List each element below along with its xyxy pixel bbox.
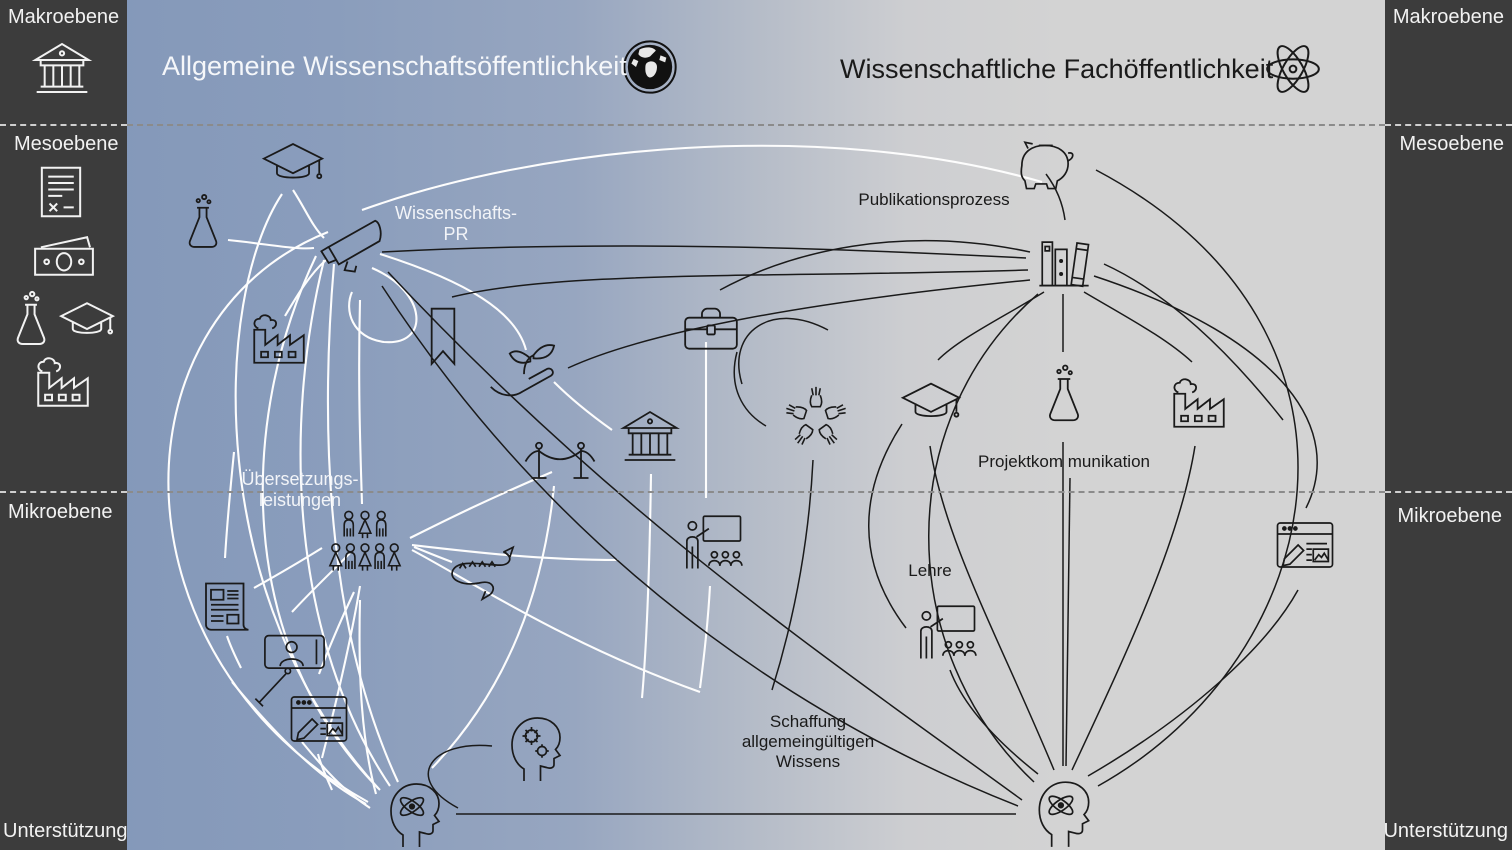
museum-icon [618,405,682,467]
crowd-icon [326,505,404,581]
public-sphere-title: Allgemeine Wissenschaftsöffentlichkeit [162,51,627,81]
money-icon [29,230,99,282]
sidebar-left: Makroebene Mesoebene [0,0,128,850]
selfie-icon [238,628,330,712]
plant-hand-icon [486,342,562,400]
level-label-macro: Makroebene [8,6,120,28]
blog-icon [1272,516,1338,574]
factory-icon [246,308,312,368]
level-label-micro: Mikroebene [1397,505,1502,527]
teamwork-icon [782,382,850,454]
bookmark-icon [426,304,460,370]
macro-meso-divider [0,124,127,126]
briefcase-icon [680,300,742,356]
graduation-cap-icon [896,378,966,426]
level-label-micro: Mikroebene [8,501,113,523]
teaching-label: Lehre [908,561,952,580]
graduation-cap-icon [258,138,328,188]
factory-icon [30,350,96,412]
blog-icon [286,690,352,748]
project-communication-label: Projektkom munikation [978,452,1150,471]
piggy-bank-icon [1008,138,1082,196]
meso-micro-divider [127,491,1385,493]
graduation-cap-icon [56,297,118,343]
teaching-icon [680,505,746,577]
flask-icon [1044,358,1084,430]
head-atom-icon [1032,776,1096,850]
sidebar-right: Makroebene Mesoebene [1383,0,1512,850]
barrier-icon [524,438,596,488]
newspaper-icon [196,576,256,636]
atom-icon [1262,38,1324,100]
macro-meso-divider [127,124,1385,126]
level-label-support: Unterstützung [1383,820,1508,842]
dragon-icon [440,535,518,605]
books-icon [1034,232,1094,290]
science-pr-label: Wissenschafts- PR [394,203,518,245]
head-atom-icon [384,778,446,850]
level-label-support: Unterstützung [3,820,128,842]
flask-icon [184,188,222,256]
flask-icon [12,286,50,352]
level-label-meso: Mesoebene [14,133,119,155]
universal-knowledge-label: Schaffung allgemeingültigen Wissens [741,712,875,772]
translation-services-label: Übersetzungs- leistungen [241,469,359,511]
bank-icon [30,38,94,98]
level-label-meso: Mesoebene [1399,133,1504,155]
publication-process-label: Publikationsprozess [858,190,1010,209]
macro-meso-divider [1385,124,1512,126]
contract-icon [38,162,84,222]
megaphone-icon [314,212,384,276]
expert-sphere-title: Wissenschaftliche Fachöffentlichkeit [840,54,1274,84]
head-gears-icon [505,712,567,784]
level-label-macro: Makroebene [1392,6,1504,28]
meso-micro-divider [1385,491,1512,493]
globe-icon [622,39,678,95]
factory-icon [1166,372,1232,432]
teaching-icon [914,595,980,667]
meso-micro-divider [0,491,127,493]
